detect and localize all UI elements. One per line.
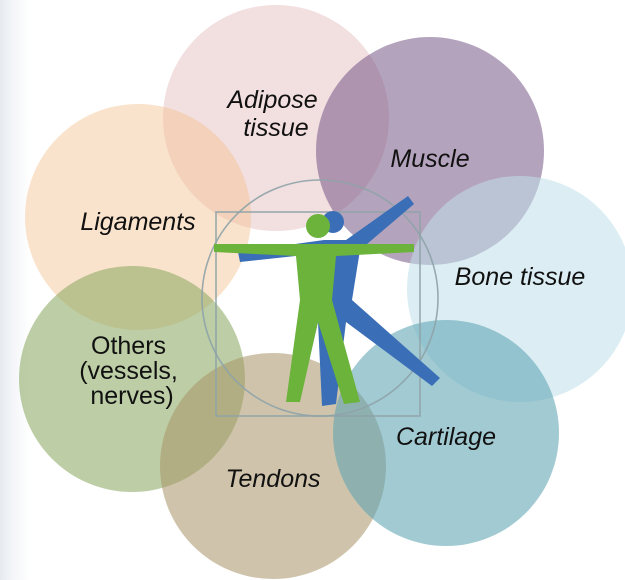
cartilage-label: Cartilage <box>396 423 496 451</box>
tendons-label: Tendons <box>226 465 321 493</box>
muscle-label: Muscle <box>390 145 469 173</box>
others-label: Others (vessels, nerves) <box>79 332 185 410</box>
ligaments-label: Ligaments <box>80 208 195 236</box>
bone-tissue-label: Bone tissue <box>455 263 586 291</box>
